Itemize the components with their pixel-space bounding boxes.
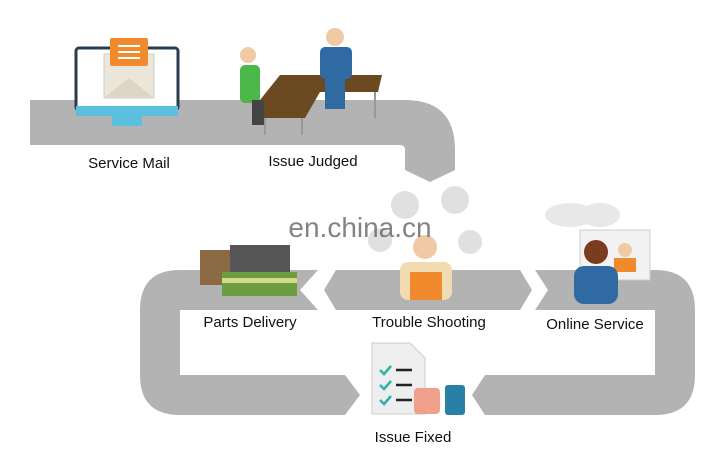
parts-boxes-icon — [200, 245, 297, 296]
checklist-thumbs-up-icon — [371, 342, 465, 415]
step-label-service-mail: Service Mail — [88, 155, 170, 172]
step-label-issue-fixed: Issue Fixed — [374, 429, 452, 446]
right-flow-loop — [472, 270, 695, 415]
step-label-online-service: Online Service — [546, 316, 644, 333]
meeting-desk-icon — [240, 28, 382, 135]
step-label-issue-judged: Issue Judged — [268, 153, 358, 170]
technician-icon — [368, 186, 482, 300]
step-label-trouble-shooting: Trouble Shooting — [372, 314, 486, 331]
step-label-parts-delivery: Parts Delivery — [203, 314, 297, 331]
lower-flow-loop — [140, 270, 360, 415]
watermark: en.china.cn — [288, 212, 432, 243]
online-support-icon — [545, 203, 651, 304]
monitor-mail-icon — [74, 38, 180, 126]
